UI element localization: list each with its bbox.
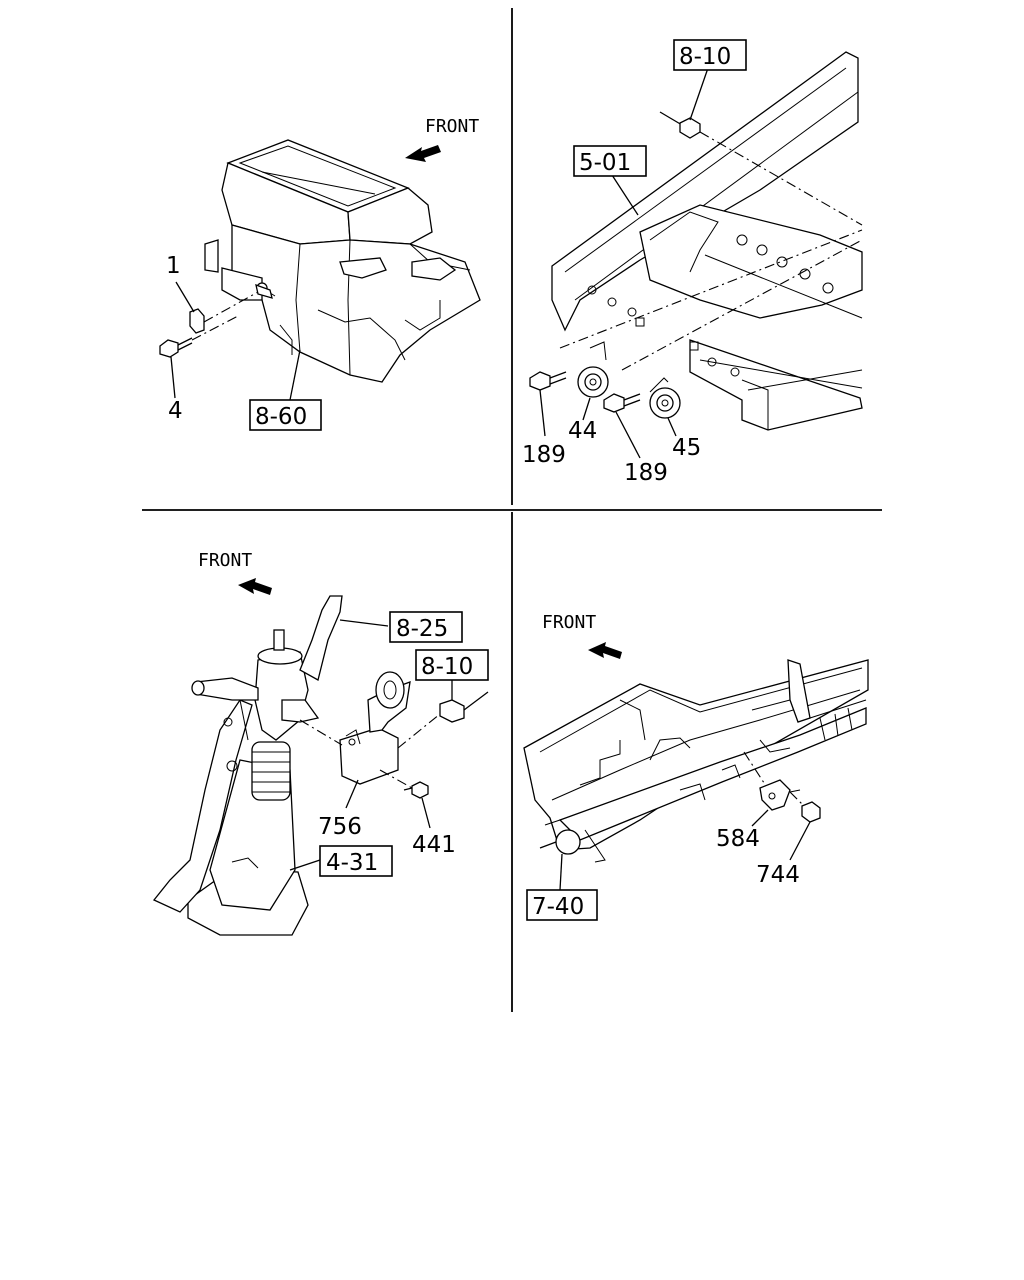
chassis-rail-drawing xyxy=(523,659,869,863)
panel-bottom-left: FRONT xyxy=(152,550,489,936)
part-label-45: 45 xyxy=(672,435,701,461)
horn-44 xyxy=(577,341,609,398)
front-label-top-left: FRONT xyxy=(425,116,479,137)
front-arrow-bottom-right xyxy=(588,642,622,659)
ref-label-8-10-bottom: 8-10 xyxy=(421,654,473,680)
connector-8-10 xyxy=(679,117,701,139)
connector-8-10-bottom xyxy=(439,699,465,723)
ref-box-8-10-bottom xyxy=(415,649,489,681)
switch-584 xyxy=(759,779,801,811)
front-label-bottom-left: FRONT xyxy=(198,550,252,571)
part-label-189-right: 189 xyxy=(624,460,668,486)
bolt-189-right xyxy=(603,393,641,413)
ref-label-7-40: 7-40 xyxy=(532,894,584,920)
front-arrow-top-left xyxy=(405,145,441,162)
part-label-4: 4 xyxy=(168,398,183,424)
part-label-756: 756 xyxy=(318,814,362,840)
ref-label-5-01: 5-01 xyxy=(579,150,631,176)
panel-bottom-right: FRONT xyxy=(523,612,869,921)
ref-box-7-40 xyxy=(526,889,598,921)
part-1-clip xyxy=(189,308,205,334)
part-label-441: 441 xyxy=(412,832,456,858)
part-label-1: 1 xyxy=(166,253,181,279)
panel-top-left: FRONT 1 xyxy=(159,116,481,431)
ref-box-8-60 xyxy=(249,399,322,431)
steering-column-drawing xyxy=(152,595,343,936)
panel-top-right: 8-10 5-01 44 45 189 xyxy=(522,39,863,486)
frame-rail-drawing xyxy=(551,51,863,431)
hvac-unit-drawing xyxy=(204,139,481,383)
control-unit-756 xyxy=(339,671,411,785)
front-label-bottom-right: FRONT xyxy=(542,612,596,633)
ref-box-4-31 xyxy=(319,845,393,877)
ref-box-5-01 xyxy=(573,145,647,177)
screw-441 xyxy=(403,781,429,799)
part-label-189-left: 189 xyxy=(522,442,566,468)
ref-box-8-10-top xyxy=(673,39,747,71)
part-4-screw xyxy=(159,337,193,358)
front-arrow-bottom-left xyxy=(238,578,272,595)
ref-label-8-25: 8-25 xyxy=(396,616,448,642)
nut-744 xyxy=(801,801,821,823)
part-label-44: 44 xyxy=(568,418,597,444)
ref-box-8-25 xyxy=(389,611,463,643)
ref-label-8-60: 8-60 xyxy=(255,404,307,430)
part-label-584: 584 xyxy=(716,826,760,852)
ref-label-8-10-top: 8-10 xyxy=(679,44,731,70)
part-label-744: 744 xyxy=(756,862,800,888)
bolt-189-left xyxy=(529,371,567,391)
ref-label-4-31: 4-31 xyxy=(326,850,378,876)
horn-45 xyxy=(649,377,681,419)
